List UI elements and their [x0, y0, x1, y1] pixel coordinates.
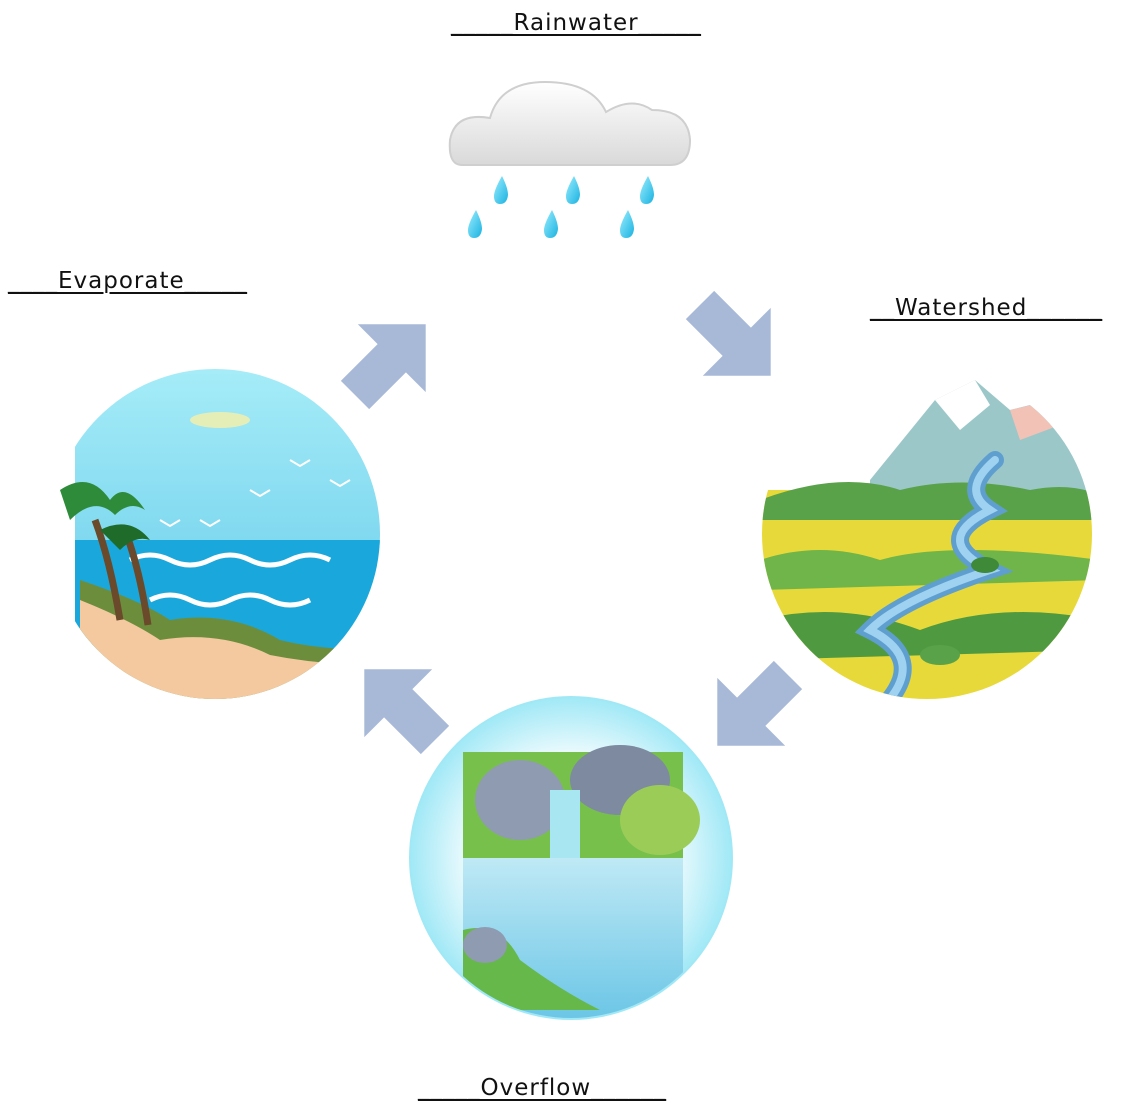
raindrops [468, 176, 654, 238]
overflow-label: _____Overflow______ [418, 1075, 667, 1101]
evaporate-label: ____Evaporate_____ [8, 268, 248, 294]
rainwater-label: _____Rainwater_____ [451, 10, 702, 36]
rain-cloud-icon [448, 80, 692, 238]
arrow-rain-to-watershed [685, 290, 771, 376]
arrow-evaporate-to-rain [340, 324, 426, 410]
mountain-river-landscape [762, 369, 1092, 699]
arrow-overflow-to-evaporate [364, 669, 450, 755]
watershed-label: __Watershed______ [870, 295, 1103, 321]
beach-ocean-landscape [50, 369, 380, 699]
arrow-watershed-to-overflow [717, 660, 803, 746]
waterfall-pond-landscape [409, 696, 733, 1020]
palm-trees [60, 482, 152, 626]
